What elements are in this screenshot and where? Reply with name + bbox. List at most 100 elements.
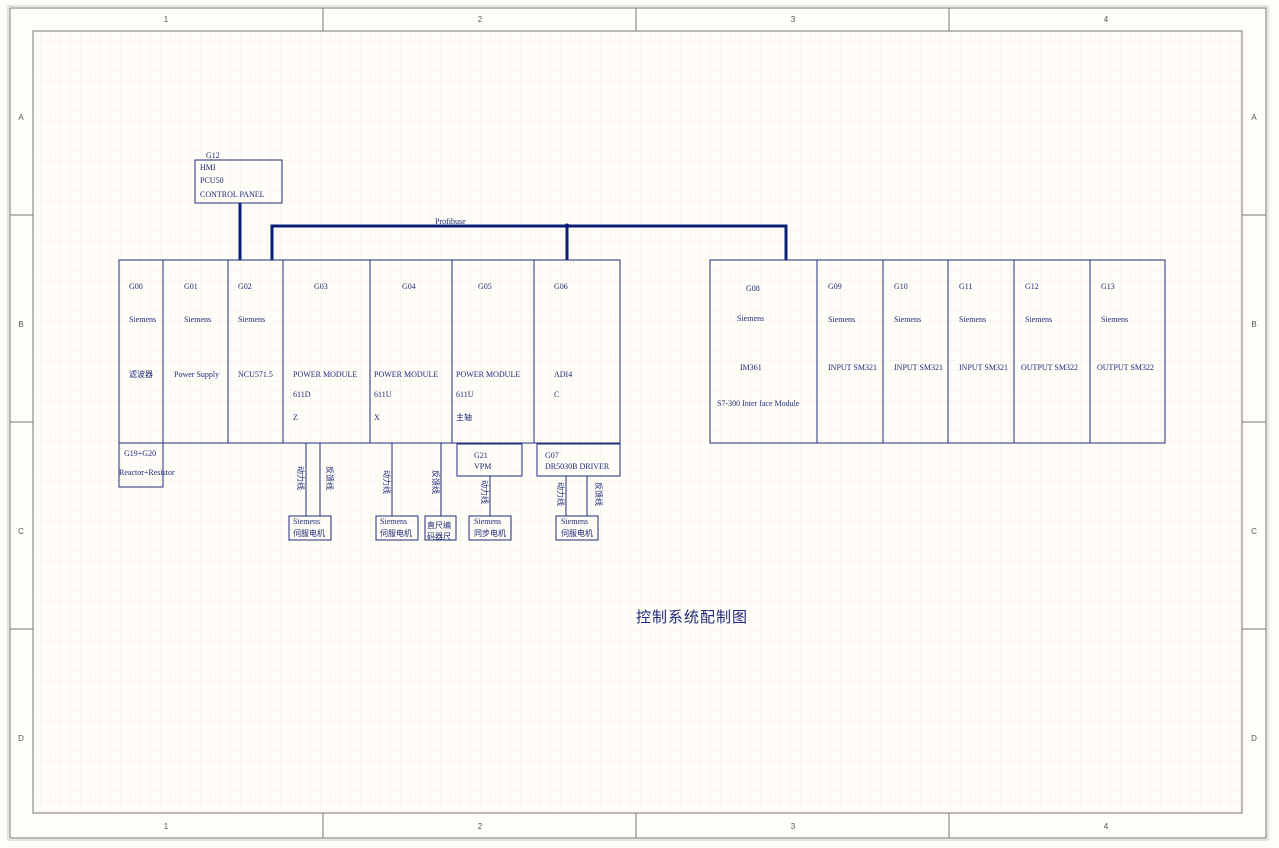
module-maker: Siemens	[737, 314, 764, 323]
module-id: G12	[1025, 282, 1039, 291]
module-desc3: X	[374, 413, 380, 422]
power-wire-label: 动力线	[480, 480, 490, 504]
profibus-line	[270, 224, 788, 260]
reactor-label: Reactor+Resistor	[119, 468, 175, 477]
module-desc3: 主轴	[456, 412, 472, 422]
col-label-top: 3	[791, 15, 796, 24]
motor-type: 同步电机	[474, 528, 506, 538]
module-desc2: 611U	[374, 390, 392, 399]
row-label-left: C	[18, 527, 24, 536]
module-maker: Siemens	[1025, 315, 1052, 324]
right-rack	[709, 259, 1166, 444]
right-rack-dividers	[816, 260, 1091, 443]
module-maker: Siemens	[238, 315, 265, 324]
col-label-top: 4	[1104, 15, 1109, 24]
module-desc3: Z	[293, 413, 298, 422]
module-maker: Siemens	[828, 315, 855, 324]
module-desc: INPUT SM321	[828, 363, 877, 372]
row-label-right: D	[1251, 734, 1257, 743]
module-maker: Siemens	[959, 315, 986, 324]
sheet-outer-border	[9, 7, 1267, 839]
vpm-label: VPM	[474, 462, 491, 471]
col-label-bottom: 3	[791, 822, 796, 831]
col-label-top: 1	[164, 15, 169, 24]
row-label-left: A	[18, 113, 24, 122]
module-id: G08	[746, 284, 760, 293]
module-maker: Siemens	[184, 315, 211, 324]
module-wires	[305, 443, 588, 516]
module-desc: INPUT SM321	[959, 363, 1008, 372]
module-id: G00	[129, 282, 143, 291]
module-id: G01	[184, 282, 198, 291]
row-label-right: B	[1251, 320, 1256, 329]
hmi-id: G12	[206, 151, 220, 160]
drawing-title: 控制系统配制图	[636, 608, 748, 626]
power-wire-label: 动力线	[296, 466, 306, 490]
col-label-bottom: 2	[478, 822, 483, 831]
motor-maker: Siemens	[293, 517, 320, 526]
module-id: G03	[314, 282, 328, 291]
power-wire-label: 动力线	[556, 482, 566, 506]
scale-encoder-box	[424, 515, 457, 541]
row-label-left: B	[18, 320, 23, 329]
module-id: G04	[402, 282, 416, 291]
reactor-box	[118, 442, 164, 488]
col-label-bottom: 4	[1104, 822, 1109, 831]
module-desc: OUTPUT SM322	[1097, 363, 1154, 372]
motor-maker: Siemens	[561, 517, 588, 526]
module-desc: POWER MODULE	[456, 370, 520, 379]
motor-maker: Siemens	[380, 517, 407, 526]
module-id: G10	[894, 282, 908, 291]
module-desc2: 611D	[293, 390, 311, 399]
driver-label: DR5030B DRIVER	[545, 462, 610, 471]
motor-box	[375, 515, 419, 541]
module-desc: IM361	[740, 363, 762, 372]
motor-box	[555, 515, 599, 541]
feedback-wire-label: 反馈线	[594, 482, 604, 506]
module-id: G06	[554, 282, 568, 291]
driver-id: G07	[545, 451, 559, 460]
module-desc: NCU571.5	[238, 370, 273, 379]
module-id: G11	[959, 282, 972, 291]
ruler-dividers	[10, 8, 1266, 838]
motor-type: 伺服电机	[293, 528, 325, 538]
module-desc2: 611U	[456, 390, 474, 399]
motor-box	[288, 515, 332, 541]
module-maker: Siemens	[1101, 315, 1128, 324]
module-id: G02	[238, 282, 252, 291]
driver-box	[536, 443, 621, 477]
module-desc: 滤波器	[129, 369, 153, 379]
motor-type2: 码器尺	[427, 532, 451, 541]
hmi-line: HMI	[200, 163, 216, 172]
col-label-bottom: 1	[164, 822, 169, 831]
motor-box	[468, 515, 512, 541]
power-wire-label: 动力线	[382, 470, 392, 494]
module-desc: Power Supply	[174, 370, 219, 379]
motor-maker: Siemens	[474, 517, 501, 526]
row-label-right: A	[1251, 113, 1257, 122]
feedback-wire-label: 反馈线	[431, 470, 441, 494]
bus-label: Profibuse	[435, 217, 466, 226]
motor-type: 伺服电机	[380, 528, 412, 538]
hmi-line: PCU50	[200, 176, 224, 185]
module-desc2: S7-300 Inter face Module	[717, 399, 800, 408]
feedback-wire-label: 反馈线	[325, 466, 335, 490]
left-rack-dividers	[162, 260, 535, 443]
motor-type: 伺服电机	[561, 528, 593, 538]
vpm-id: G21	[474, 451, 488, 460]
reactor-id: G19+G20	[124, 449, 156, 458]
module-id: G09	[828, 282, 842, 291]
module-id: G13	[1101, 282, 1115, 291]
module-desc2: C	[554, 390, 559, 399]
row-label-right: C	[1251, 527, 1257, 536]
module-desc: POWER MODULE	[374, 370, 438, 379]
module-desc: INPUT SM321	[894, 363, 943, 372]
module-id: G05	[478, 282, 492, 291]
col-label-top: 2	[478, 15, 483, 24]
module-desc: ADI4	[554, 370, 572, 379]
module-maker: Siemens	[894, 315, 921, 324]
module-maker: Siemens	[129, 315, 156, 324]
module-desc: POWER MODULE	[293, 370, 357, 379]
bus-junction	[564, 223, 570, 229]
